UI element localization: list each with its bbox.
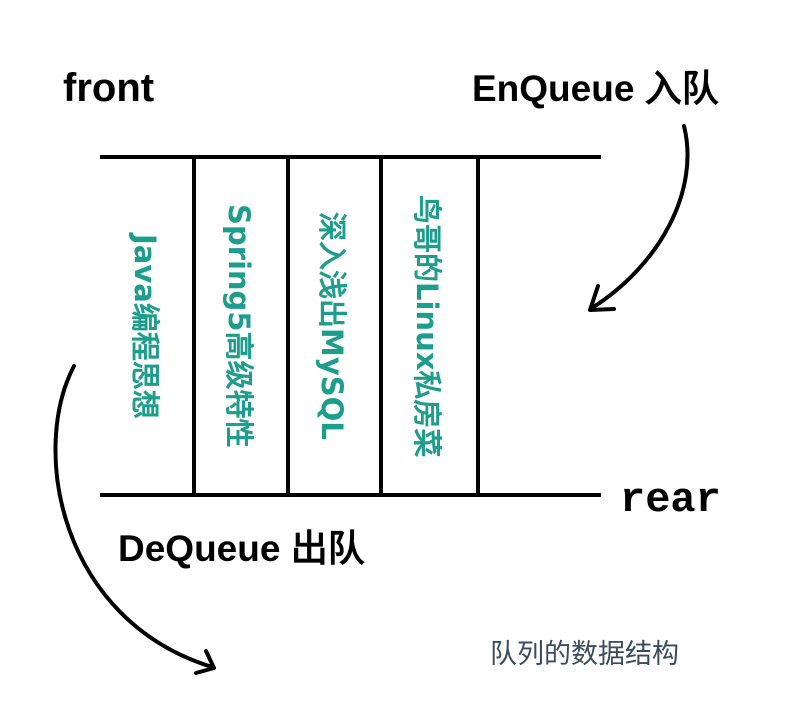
queue-item: 鸟哥的Linux私房菜 [384,161,474,491]
enqueue-arrow [590,124,690,310]
enqueue-label: EnQueue 入队 [472,68,719,109]
front-label: front [63,66,155,110]
dequeue-label: DeQueue 出队 [118,528,365,569]
queue-item-text: 深入浅出MySQL [315,212,349,440]
dequeue-arrow [53,364,214,669]
enqueue-arrowhead [588,284,616,312]
queue-item: 深入浅出MySQL [289,161,379,491]
caption: 队列的数据结构 [490,639,679,670]
dequeue-arrowhead [194,649,216,675]
queue-item: Java编程思想 [102,161,192,491]
queue-item-text: 鸟哥的Linux私房菜 [410,194,444,458]
rear-label: rear [620,476,721,524]
queue-item: Spring5高级特性 [196,161,286,491]
queue-item-text: Java编程思想 [128,233,162,419]
queue-item-text: Spring5高级特性 [222,204,256,448]
